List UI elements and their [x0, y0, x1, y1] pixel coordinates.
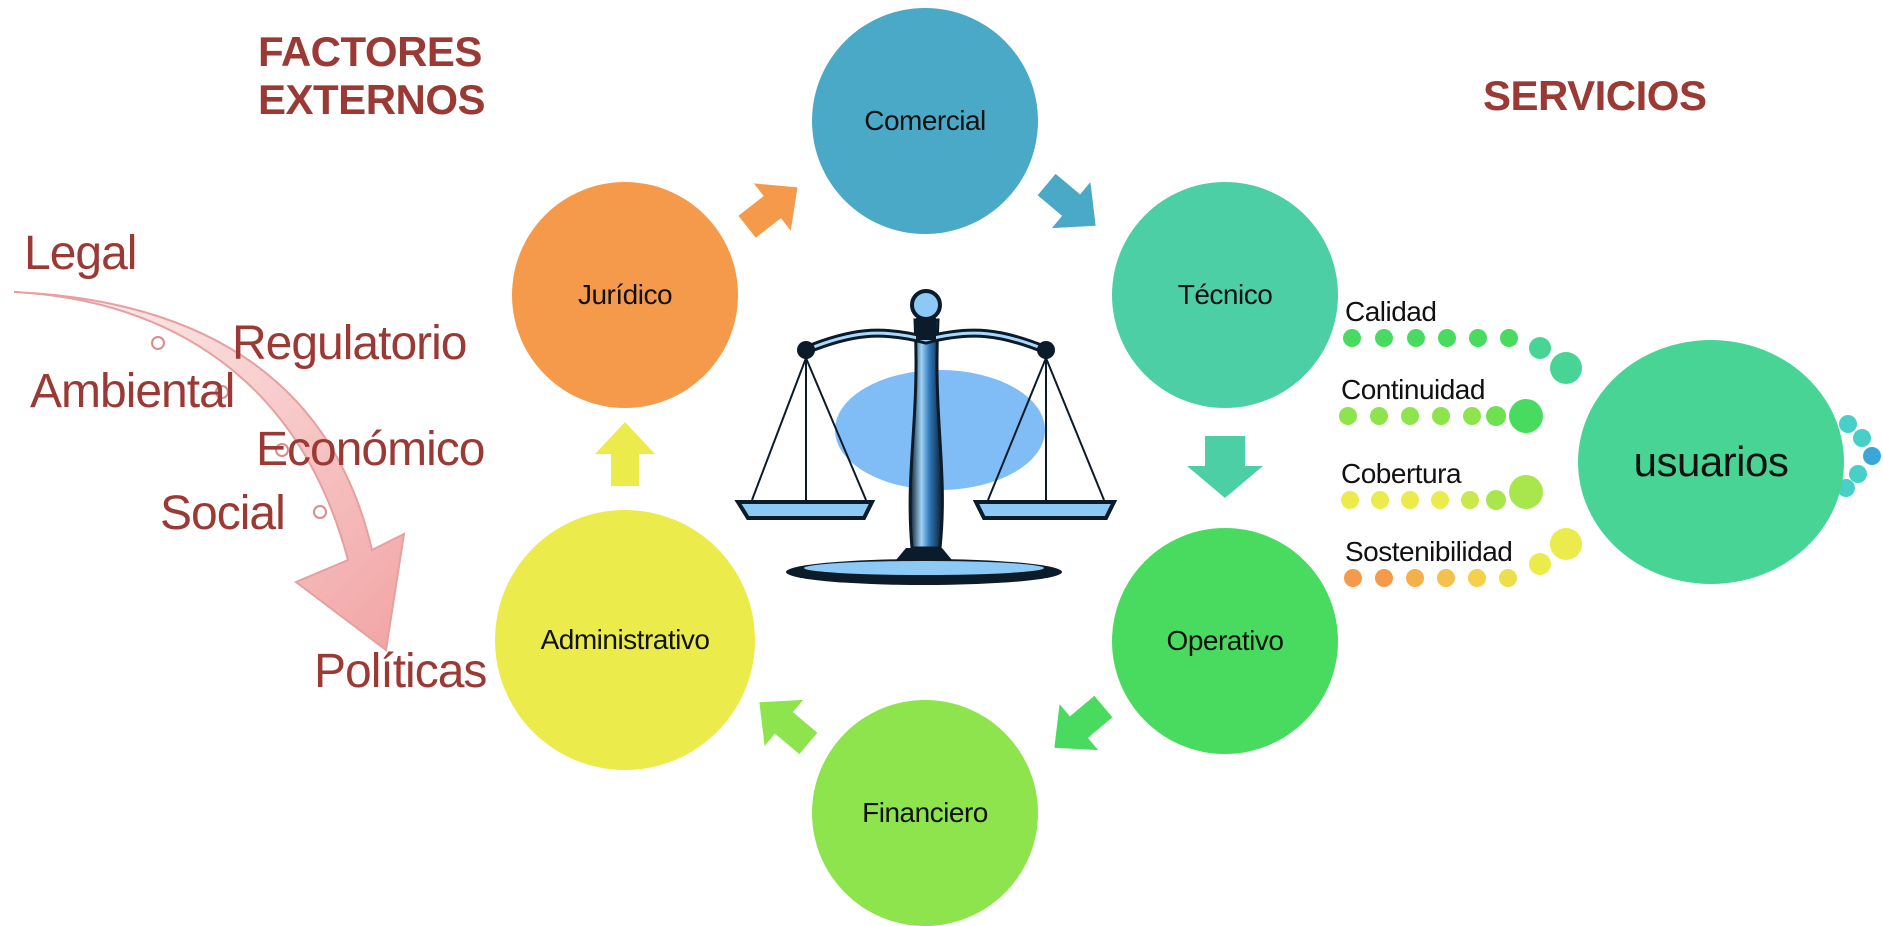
- circle-administrativo-label: Administrativo: [540, 624, 710, 655]
- circle-tecnico-label: Técnico: [1177, 279, 1273, 310]
- circle-juridico-label: Jurídico: [577, 279, 673, 310]
- arrow-financiero-to-administrativo: [759, 699, 818, 755]
- circle-operativo-label: Operativo: [1166, 625, 1284, 656]
- arrow-administrativo-to-juridico: [595, 422, 655, 486]
- external-factors-curved-arrow: [13, 291, 406, 652]
- factor-economico: Económico: [256, 423, 485, 476]
- external-factors-heading-line1: FACTORES: [258, 28, 482, 75]
- circle-financiero: Financiero: [812, 700, 1038, 926]
- service-calidad: Calidad: [1345, 296, 1437, 327]
- cobertura-dots: [1341, 475, 1543, 510]
- services-heading: SERVICIOS: [1483, 72, 1707, 119]
- scale-of-justice-icon: [734, 289, 1118, 585]
- continuidad-dots: [1339, 399, 1543, 433]
- factor-ambiental: Ambiental: [30, 365, 235, 418]
- factor-regulatorio: Regulatorio: [232, 317, 467, 370]
- service-cobertura: Cobertura: [1341, 458, 1462, 489]
- service-continuidad: Continuidad: [1341, 374, 1485, 405]
- arrow-comercial-to-tecnico: [1037, 173, 1096, 229]
- usuarios-edge-dots: [1837, 415, 1881, 497]
- external-factors-heading: FACTORES EXTERNOS: [258, 28, 486, 124]
- circle-comercial: Comercial: [812, 8, 1038, 234]
- circle-operativo: Operativo: [1112, 528, 1338, 754]
- factor-politicas: Políticas: [314, 645, 487, 698]
- curved-arrow-dots: [151, 336, 327, 519]
- arrow-tecnico-to-operativo: [1187, 436, 1263, 498]
- circle-comercial-label: Comercial: [864, 105, 986, 136]
- arrow-operativo-to-financiero: [1054, 695, 1113, 751]
- sostenibilidad-dots: [1344, 528, 1582, 587]
- factor-legal: Legal: [24, 227, 137, 280]
- factor-social: Social: [160, 487, 286, 540]
- external-factors-heading-line2: EXTERNOS: [258, 76, 486, 123]
- circle-usuarios-label: usuarios: [1633, 438, 1789, 485]
- service-sostenibilidad: Sostenibilidad: [1345, 536, 1513, 567]
- circle-juridico: Jurídico: [512, 182, 738, 408]
- circle-tecnico: Técnico: [1112, 182, 1338, 408]
- arrow-juridico-to-comercial: [738, 183, 798, 238]
- calidad-dots: [1343, 329, 1582, 384]
- circle-financiero-label: Financiero: [862, 797, 988, 828]
- circle-administrativo: Administrativo: [495, 510, 755, 770]
- circle-usuarios: usuarios: [1578, 340, 1844, 584]
